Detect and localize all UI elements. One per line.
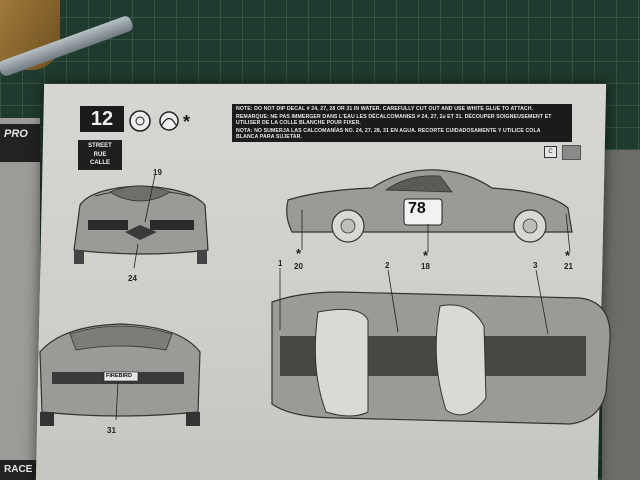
street-label-box: STREET RUE CALLE — [78, 140, 122, 170]
street-label-line-3: CALLE — [90, 160, 110, 166]
callout-2: 2 — [385, 261, 390, 270]
step-number: 12 — [80, 106, 124, 132]
car-rear-view — [39, 323, 201, 426]
note-band — [232, 104, 572, 142]
note-french-2: UTILISER DE LA COLLE BLANCHE POUR FIXER. — [236, 120, 361, 126]
callout-18: 18 — [421, 262, 430, 271]
car-side-view — [286, 169, 573, 253]
note-spanish-2: BLANCA PARA SUJETAR. — [236, 134, 302, 140]
note-english: NOTE: DO NOT DIP DECAL # 24, 27, 28 OR 3… — [236, 106, 534, 112]
left-sheet-dark-band — [0, 124, 40, 162]
asterisk-icon: * — [183, 112, 191, 132]
callout-3: 3 — [533, 261, 538, 270]
star-20: * — [296, 246, 302, 261]
glue-icon — [159, 111, 179, 131]
right-sheet-edge — [602, 150, 640, 480]
car-front-view — [73, 174, 209, 269]
callout-24: 24 — [128, 274, 137, 283]
callout-21: 21 — [564, 262, 573, 271]
note-french-1: REMARQUE: NE PAS IMMERGER DANS L'EAU LES… — [236, 114, 552, 120]
icon-asterisk: * — [442, 112, 446, 121]
color-swatch — [562, 145, 581, 160]
star-21: * — [565, 248, 571, 263]
car-number-decal: 78 — [408, 200, 426, 217]
license-plate-text: FIREBIRD — [106, 373, 132, 379]
callout-20: 20 — [294, 262, 303, 271]
star-18: * — [423, 248, 429, 263]
car-top-view — [271, 268, 611, 425]
callout-31: 31 — [107, 426, 116, 435]
street-label-line-1: STREET — [88, 143, 112, 149]
street-label-line-2: RUE — [93, 151, 107, 158]
callout-1: 1 — [278, 259, 283, 268]
note-spanish-1: NOTA: NO SUMERJA LAS CALCOMANÍAS NO. 24,… — [236, 128, 541, 134]
color-code-box: C — [544, 146, 557, 158]
side-label-left: PRO — [4, 128, 28, 140]
callout-19: 19 — [153, 168, 162, 177]
decal-dip-icon — [129, 110, 151, 132]
side-label-bottom: RACE — [4, 464, 33, 475]
